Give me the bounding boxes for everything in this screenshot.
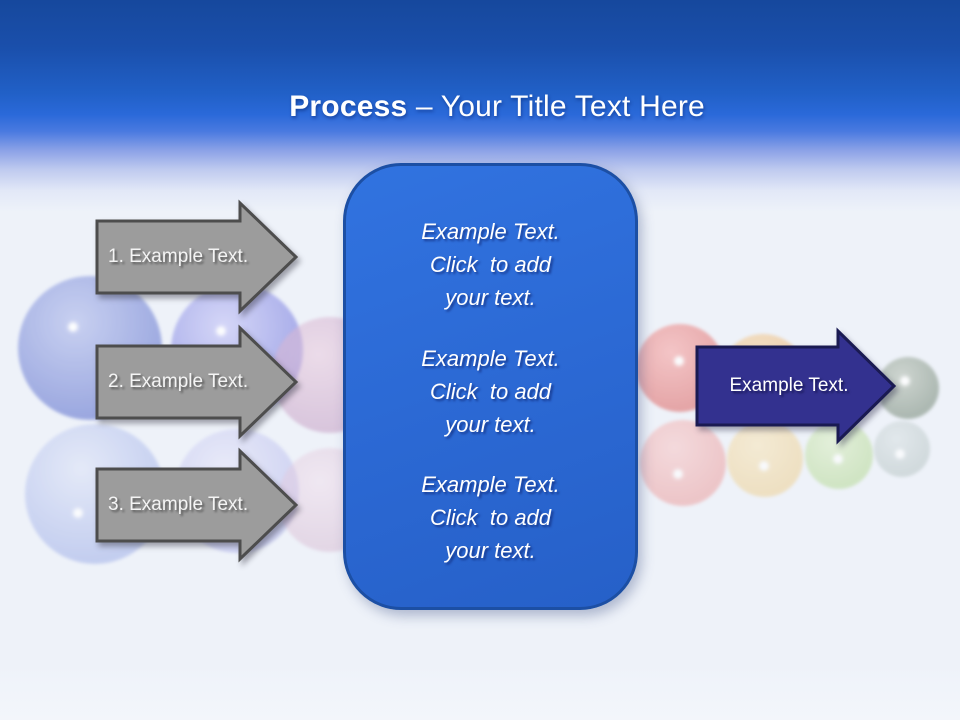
- placeholder-line: Click to add: [429, 505, 552, 530]
- text-placeholder-3[interactable]: Example Text. Click to add your text.: [356, 468, 625, 567]
- right-arrow-shape-icon: [95, 447, 299, 563]
- right-arrow-shape-icon: [95, 199, 299, 315]
- placeholder-line: your text.: [445, 411, 536, 437]
- placeholder-line: Example Text.: [421, 472, 560, 497]
- placeholder-line: Example Text.: [421, 345, 560, 371]
- step-arrow-2[interactable]: 2. Example Text.: [94, 324, 300, 440]
- placeholder-line: your text.: [445, 538, 536, 563]
- step-arrow-3[interactable]: 3. Example Text.: [94, 447, 300, 563]
- text-placeholder-2[interactable]: Example Text. Click to add your text.: [356, 342, 625, 441]
- step-arrow-1[interactable]: 1. Example Text.: [94, 199, 300, 315]
- step-arrow-3-label: 3. Example Text.: [108, 494, 249, 515]
- bubble-highlight-dot: [74, 509, 82, 517]
- bubble-highlight-dot: [69, 323, 77, 331]
- placeholder-line: your text.: [445, 285, 536, 310]
- placeholder-line: Click to add: [429, 378, 552, 404]
- slide-title-subtitle: – Your Title Text Here: [407, 90, 705, 123]
- bubble-highlight-dot: [675, 357, 683, 365]
- bubble-highlight-dot: [896, 450, 904, 458]
- placeholder-line: Example Text.: [421, 219, 560, 244]
- bubble-highlight-dot: [760, 462, 768, 470]
- slide-title-keyword: Process: [289, 90, 408, 123]
- bubble-highlight-dot: [674, 470, 682, 478]
- step-arrow-2-label: 2. Example Text.: [108, 371, 249, 392]
- placeholder-line: Click to add: [429, 252, 552, 277]
- result-arrow-label: Example Text.: [729, 375, 849, 396]
- right-arrow-shape-icon: [695, 327, 897, 445]
- bubble-highlight-dot: [901, 377, 909, 385]
- text-placeholder-1[interactable]: Example Text. Click to add your text.: [356, 215, 625, 314]
- result-arrow[interactable]: Example Text.: [695, 327, 897, 445]
- slide-title[interactable]: Process – Your Title Text Here: [0, 56, 960, 158]
- bubble-highlight-dot: [834, 455, 842, 463]
- center-text-box[interactable]: Example Text. Click to add your text. Ex…: [343, 163, 638, 610]
- right-arrow-shape-icon: [95, 324, 299, 440]
- step-arrow-1-label: 1. Example Text.: [108, 246, 249, 267]
